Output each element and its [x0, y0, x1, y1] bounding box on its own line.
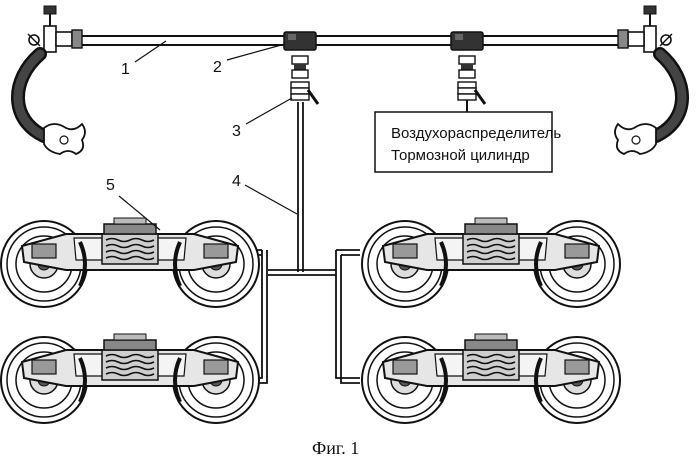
- branch-cock-right: [458, 56, 485, 104]
- box-line-1: Воздухораспределитель: [391, 125, 561, 142]
- vertical-pipe: [298, 102, 303, 272]
- figure-caption: Фиг. 1: [312, 438, 359, 458]
- label-5: 5: [106, 177, 115, 194]
- tee-fitting-right: [451, 32, 483, 50]
- branch-cock-left: [291, 56, 318, 104]
- bogie-top-right: [362, 218, 620, 307]
- bogie-top-left: [1, 218, 259, 307]
- label-1: 1: [121, 61, 130, 78]
- label-2: 2: [213, 59, 222, 76]
- bogie-bottom-right: [362, 334, 620, 423]
- label-4: 4: [232, 173, 241, 190]
- label-3: 3: [232, 123, 241, 140]
- bogie-bottom-left: [1, 334, 259, 423]
- box-line-2: Тормозной цилиндр: [391, 147, 530, 164]
- end-hose-left: [18, 6, 85, 154]
- end-hose-right: [615, 6, 682, 154]
- air-distributor-box: Воздухораспределитель Тормозной цилиндр: [375, 112, 561, 172]
- leader-lines: [119, 41, 297, 230]
- brake-pipe: [70, 36, 636, 45]
- tee-fitting-left: [284, 32, 316, 50]
